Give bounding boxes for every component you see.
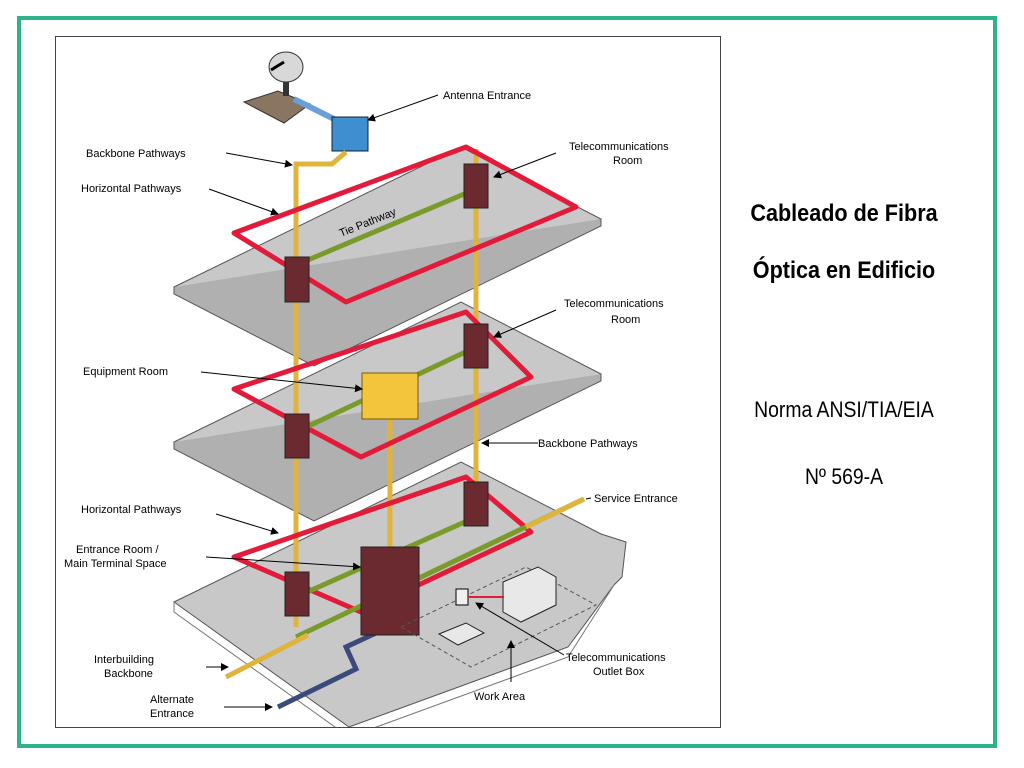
horizontal-pathway-bottom <box>231 474 534 615</box>
label-telecom-room-top-1: Telecommunications <box>569 141 669 153</box>
telecom-closet-bottom-left <box>284 571 310 617</box>
label-entrance-room-1: Entrance Room / <box>76 544 159 556</box>
antenna-entrance-box <box>331 116 369 152</box>
label-alternate-2: Entrance <box>150 708 194 720</box>
outlet-box <box>455 588 469 606</box>
tie-pathway-top <box>295 186 477 268</box>
work-area-outline <box>399 566 598 668</box>
label-equipment-room: Equipment Room <box>83 366 168 378</box>
label-alternate-1: Alternate <box>150 694 194 706</box>
building-cabling-diagram: Tie Pathway <box>55 36 721 728</box>
telecom-closet-top-right <box>463 163 489 209</box>
diagram-canvas: Tie Pathway <box>64 51 678 727</box>
floor-top-edge <box>173 219 602 367</box>
title-line-2: Óptica en Edificio <box>752 257 936 284</box>
entrance-room-box <box>360 546 420 636</box>
label-horizontal-pathways-top: Horizontal Pathways <box>81 183 182 195</box>
label-service-entrance: Service Entrance <box>594 493 678 505</box>
telecom-closet-mid-right <box>463 323 489 369</box>
interbuilding-backbone-line <box>224 632 310 680</box>
horizontal-pathway-middle <box>231 309 534 460</box>
standard-line-2: Nº 569-A <box>804 464 884 489</box>
label-outlet-box-1: Telecommunications <box>566 652 666 664</box>
label-entrance-room-2: Main Terminal Space <box>64 558 167 570</box>
floor-ground-edge <box>173 584 615 727</box>
telecom-closet-bottom-right <box>463 481 489 527</box>
label-telecom-room-mid-2: Room <box>611 314 640 326</box>
standard-line-1: Norma ANSI/TIA/EIA <box>754 397 934 422</box>
telecom-closet-mid-left <box>284 413 310 459</box>
title-line-1: Cableado de Fibra <box>750 200 938 227</box>
telephone-icon <box>437 622 486 646</box>
label-backbone-pathways-top: Backbone Pathways <box>86 148 186 160</box>
backbone-pathway-left <box>293 150 348 627</box>
equipment-room-box <box>361 372 419 420</box>
label-outlet-box-2: Outlet Box <box>593 666 645 678</box>
telecom-closet-top-left <box>284 256 310 303</box>
label-telecom-room-top-2: Room <box>613 155 642 167</box>
label-antenna-entrance: Antenna Entrance <box>443 90 531 102</box>
workstation-computer-icon <box>502 566 557 623</box>
label-horizontal-pathways-bottom: Horizontal Pathways <box>81 504 182 516</box>
slide-frame <box>17 16 997 748</box>
label-backbone-pathways-mid: Backbone Pathways <box>538 438 638 450</box>
label-telecom-room-mid-1: Telecommunications <box>564 298 664 310</box>
antenna-base <box>242 90 312 124</box>
label-interbuilding-1: Interbuilding <box>94 654 154 666</box>
label-work-area: Work Area <box>474 691 526 703</box>
label-interbuilding-2: Backbone <box>104 668 153 680</box>
